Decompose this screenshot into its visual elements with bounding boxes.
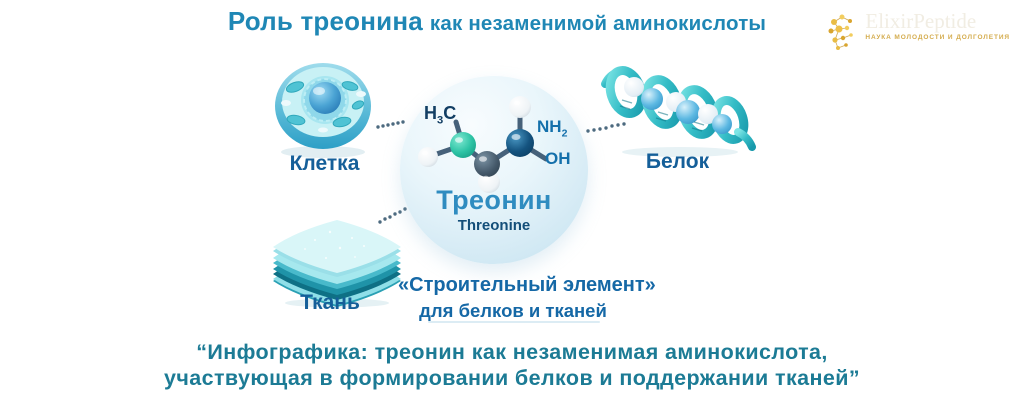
methyl-group-label: H3C: [424, 103, 457, 127]
amino-group-label: NH2: [537, 117, 568, 140]
brand-tagline: НАУКА МОЛОДОСТИ И ДОЛГОЛЕТИЯ: [865, 34, 1010, 41]
protein-label: Белок: [645, 150, 710, 173]
caption-line1: “Инфографика: треонин как незаменимая ам…: [196, 340, 828, 364]
cell-illustration: [268, 58, 378, 165]
quote-block: «Строительный элемент» для белков и ткан…: [398, 274, 656, 322]
page-title: Роль треонина как незаменимой аминокислот…: [0, 6, 1009, 37]
quote-line2: для белков и тканей: [419, 300, 607, 321]
molecule-name-en: Threonine: [457, 217, 531, 234]
caption: “Инфографика: треонин как незаменимая ам…: [0, 339, 1024, 391]
title-subtitle: как незаменимой аминокислоты: [429, 12, 767, 35]
molecule-cluster-icon: [825, 10, 859, 59]
title-main: Роль треонина: [227, 6, 423, 36]
quote-line1: «Строительный элемент»: [398, 274, 656, 296]
tissue-label: Ткань: [300, 291, 360, 314]
molecule-structure: [418, 96, 549, 193]
protein-helix-illustration: [596, 56, 760, 165]
quote-underline: [428, 321, 600, 323]
molecule-panel: H3C NH2 OH Треонин Threonine: [400, 76, 588, 264]
molecule-name-ru: Треонин: [436, 185, 552, 215]
brand-name: ElixirPeptide: [865, 9, 977, 33]
tissue-illustration: [260, 216, 415, 313]
caption-line2: участвующая в формировании белков и подд…: [164, 366, 860, 390]
hydroxyl-group-label: OH: [545, 149, 571, 168]
brand-logo: ElixirPeptide НАУКА МОЛОДОСТИ И ДОЛГОЛЕТ…: [825, 10, 1010, 59]
cell-label: Клетка: [289, 152, 360, 175]
brand-text: ElixirPeptide НАУКА МОЛОДОСТИ И ДОЛГОЛЕТ…: [865, 10, 1010, 41]
